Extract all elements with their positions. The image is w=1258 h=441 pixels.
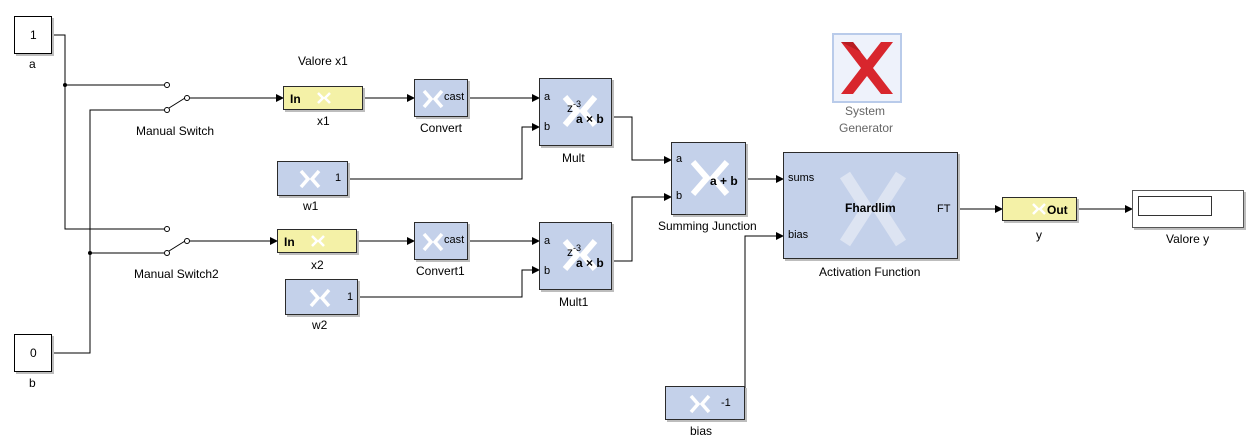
system-generator-label-1: System xyxy=(845,104,886,118)
sum-in-b: b xyxy=(676,190,683,202)
xilinx-icon xyxy=(422,89,444,109)
convert-port: cast xyxy=(444,91,465,103)
w1-label: w1 xyxy=(303,199,319,213)
manual-switch2-label: Manual Switch2 xyxy=(134,267,219,281)
mult-in-a: a xyxy=(544,91,551,103)
sum-in-a: a xyxy=(676,153,683,165)
w1-block[interactable]: 1 xyxy=(277,161,348,196)
activation-in-bias: bias xyxy=(788,229,809,241)
const-b-label: b xyxy=(29,376,36,390)
convert-block[interactable]: cast xyxy=(414,79,468,117)
activation-in-sums: sums xyxy=(788,172,815,184)
valore-x1-label: Valore x1 xyxy=(298,54,348,68)
xilinx-icon xyxy=(690,160,730,196)
mult-block[interactable]: a b z-3 a × b xyxy=(539,78,612,146)
mult1-block[interactable]: a b z-3 a × b xyxy=(539,222,612,290)
junction-b xyxy=(88,251,92,255)
bias-block[interactable]: -1 xyxy=(665,386,745,420)
gateway-in-x2-port: In xyxy=(284,235,295,249)
const-a-block[interactable]: 1 xyxy=(14,16,52,54)
mult1-in-b: b xyxy=(544,265,551,277)
manual-switch2-icon[interactable] xyxy=(148,226,190,256)
xilinx-icon xyxy=(422,232,444,252)
gateway-out-y-port: Out xyxy=(1047,203,1068,217)
wire-mult-sum[interactable] xyxy=(612,116,672,164)
activation-title: Fhardlim xyxy=(845,201,896,215)
w2-block[interactable]: 1 xyxy=(285,279,358,315)
w2-value: 1 xyxy=(347,291,354,303)
mult1-op: a × b xyxy=(576,256,604,270)
system-generator-block[interactable] xyxy=(832,33,902,103)
wire-mult1-sum[interactable] xyxy=(612,193,672,262)
const-b-block[interactable]: 0 xyxy=(14,334,52,372)
summing-junction-block[interactable]: a b a + b xyxy=(671,142,746,215)
manual-switch-icon[interactable] xyxy=(148,82,190,113)
w2-label: w2 xyxy=(312,318,328,332)
wire-b-trunk[interactable] xyxy=(52,109,148,354)
gateway-in-x1-label: x1 xyxy=(317,114,330,128)
xilinx-icon xyxy=(562,239,598,271)
gateway-in-x2-label: x2 xyxy=(311,258,324,272)
xilinx-icon xyxy=(1032,203,1046,215)
w1-value: 1 xyxy=(335,172,342,184)
convert-label: Convert xyxy=(420,121,463,135)
convert1-label: Convert1 xyxy=(416,264,465,278)
gateway-in-x2-block[interactable]: In xyxy=(277,229,357,253)
bias-value: -1 xyxy=(721,397,731,409)
wire-w1-mult[interactable] xyxy=(348,123,540,180)
bias-label: bias xyxy=(690,424,713,438)
wire-w2-mult1[interactable] xyxy=(358,266,540,298)
xilinx-icon xyxy=(562,95,598,127)
const-a-label: a xyxy=(29,57,36,71)
xilinx-icon xyxy=(311,235,325,247)
wire-bias-activation[interactable] xyxy=(744,232,784,403)
activation-out-ft: FT xyxy=(937,203,951,215)
const-a-value: 1 xyxy=(30,28,37,42)
convert1-block[interactable]: cast xyxy=(414,222,468,260)
sum-op: a + b xyxy=(710,174,738,188)
xilinx-icon xyxy=(317,92,331,104)
mult1-delay: z-3 xyxy=(567,243,582,259)
system-generator-label-2: Generator xyxy=(839,121,894,135)
gateway-out-y-block[interactable]: Out xyxy=(1002,197,1077,221)
xilinx-icon xyxy=(309,288,331,308)
gateway-out-y-label: y xyxy=(1036,228,1042,242)
xilinx-icon xyxy=(689,394,711,414)
wire-a-trunk[interactable] xyxy=(52,34,148,230)
mult1-label: Mult1 xyxy=(559,295,589,309)
convert1-port: cast xyxy=(444,234,465,246)
activation-function-block[interactable]: sums bias Fhardlim FT xyxy=(783,152,958,259)
valore-y-label: Valore y xyxy=(1166,232,1210,246)
mult-in-b: b xyxy=(544,121,551,133)
junction-a xyxy=(63,83,67,87)
xilinx-logo-icon xyxy=(841,42,893,94)
mult1-in-a: a xyxy=(544,235,551,247)
gateway-in-x1-port: In xyxy=(290,92,301,106)
display-field xyxy=(1138,196,1212,216)
xilinx-icon xyxy=(839,171,907,247)
const-b-value: 0 xyxy=(30,346,37,360)
mult-delay: z-3 xyxy=(567,99,582,115)
gateway-in-x1-block[interactable]: In xyxy=(283,86,363,110)
mult-label: Mult xyxy=(562,151,585,165)
mult-op: a × b xyxy=(576,112,604,126)
valore-y-display-block[interactable] xyxy=(1132,190,1244,228)
activation-function-label: Activation Function xyxy=(819,265,921,279)
summing-junction-label: Summing Junction xyxy=(658,219,757,233)
manual-switch-label: Manual Switch xyxy=(136,124,215,138)
xilinx-icon xyxy=(299,169,321,189)
